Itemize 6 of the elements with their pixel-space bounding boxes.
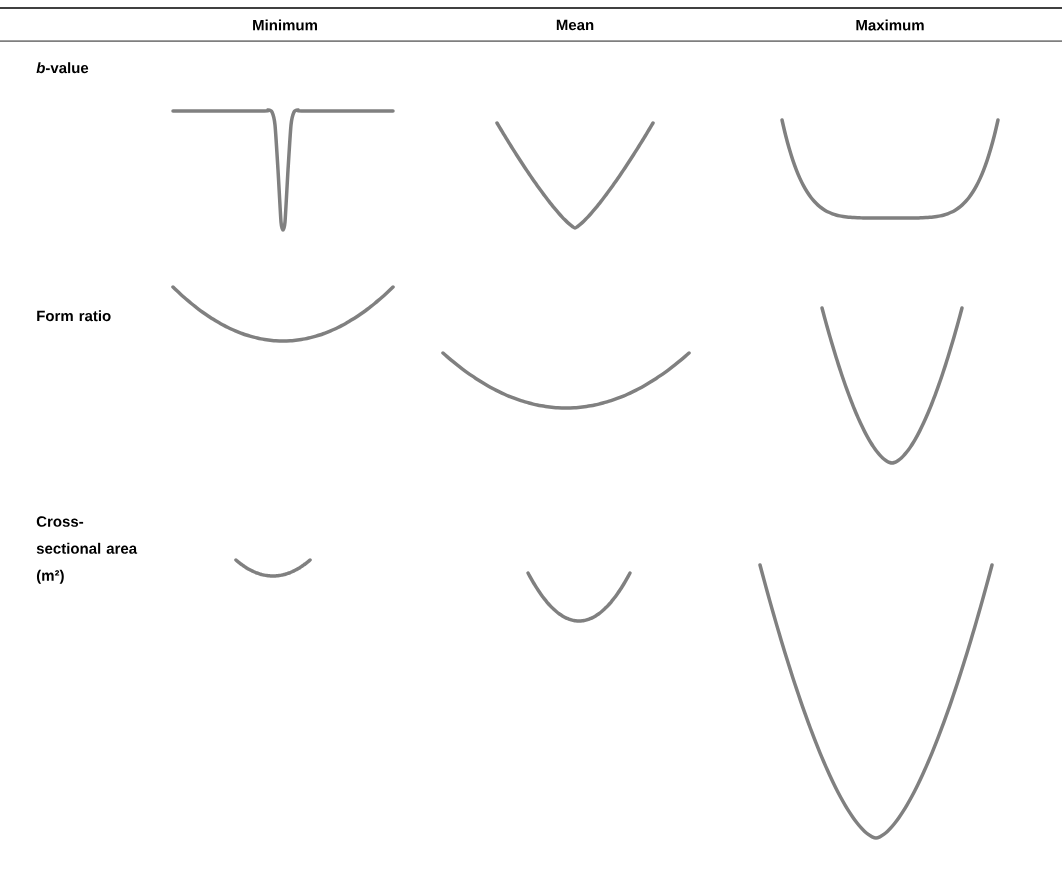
column-header: Maximum [856,19,924,31]
row-label: Form ratio [37,310,111,322]
row-label: b-value [36,62,89,74]
column-header: Mean [556,19,594,31]
row-label: Cross-sectional area (m²) [36,516,138,584]
column-header: Minimum [253,19,317,31]
